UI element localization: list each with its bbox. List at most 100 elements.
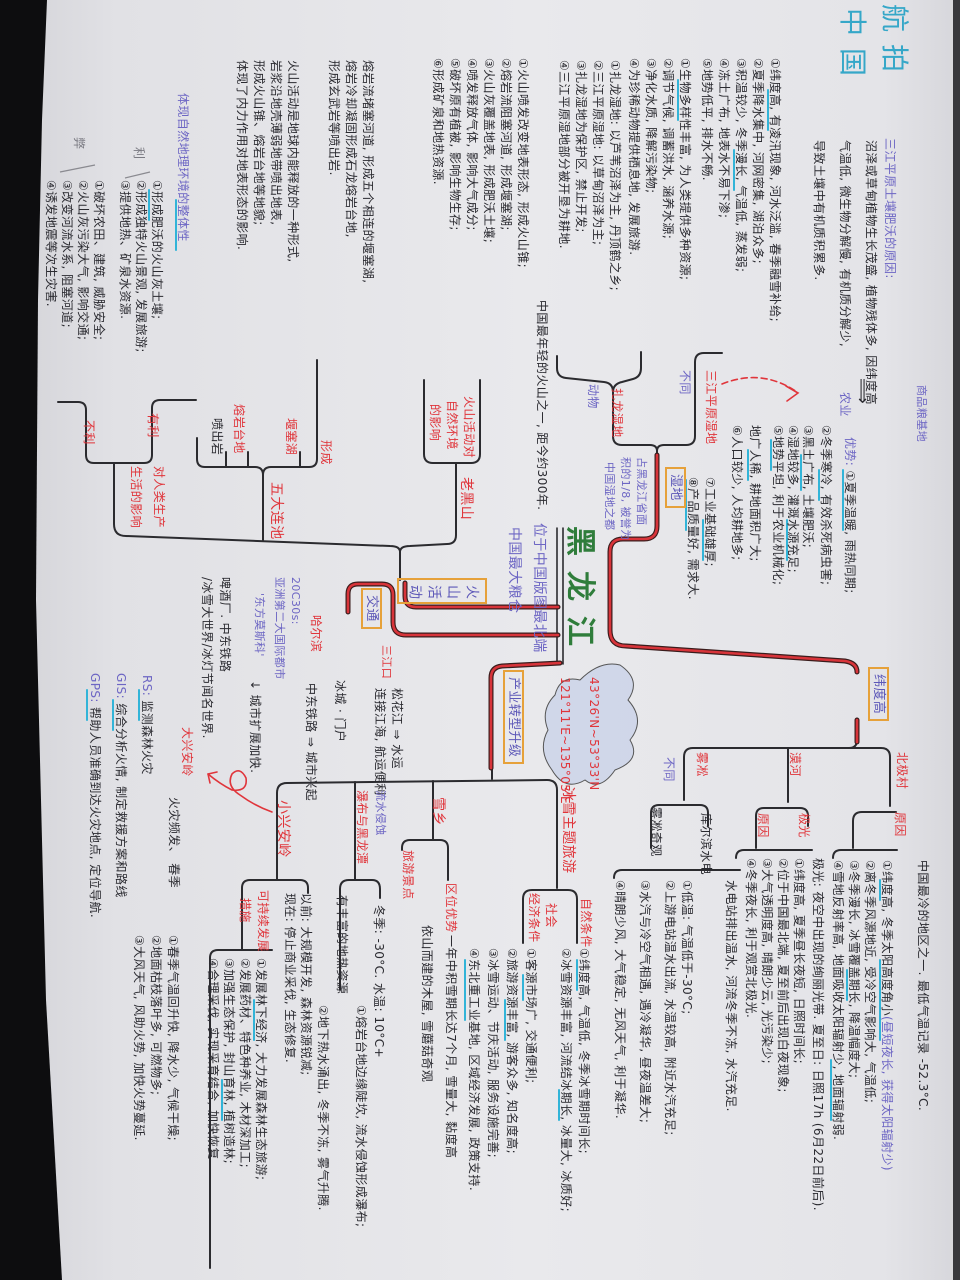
advantage-item: ③黑土广布, 土壤肥沃; <box>801 425 815 549</box>
fire-note: 火灾频发、 春季 <box>167 797 181 889</box>
gis-text: 综合分析火情, 制定救援方案和路线 <box>114 699 128 898</box>
node-industry-upgrade: 产业转型升级 <box>503 670 524 765</box>
rs-tag: RS: <box>140 675 154 697</box>
pro-mark: 利 <box>132 147 146 160</box>
mohe-item: ④冬季夜长, 利于观赏北极光. <box>744 858 758 1019</box>
advantage-item: ④湿地较多, 灌溉水源充足; <box>786 425 800 574</box>
volcano-effect-item: ②熔岩流阻塞河道, 形成堰塞湖; <box>499 58 513 231</box>
advantage-item: ⑦工业基础雄厚; <box>703 477 717 568</box>
location-text: 一年中积雪期长达7个月, 雪量大, 黏度高 <box>444 935 458 1159</box>
volcano-effect-item: ⑥形成矿泉和地热资源. <box>431 58 445 185</box>
harbin-fact: /冰雪大世界/冰灯节闻名世界. <box>200 577 214 739</box>
title-line-1: 航拍 <box>878 4 911 85</box>
label-difference: 不同 <box>678 370 692 395</box>
pubu-item: ①熔岩台地边缘陡坎, 流水侵蚀形成瀑布; <box>354 1005 368 1228</box>
node-mohe: 漠河 <box>788 752 802 777</box>
cold-reason-item: ①纬度高, 冬季太阳高度角小(昼短夜长, 获得太阳辐射少) <box>880 860 894 1171</box>
center-location: 位于中国版图最北端 <box>531 523 547 653</box>
wetland-compare-item: ④三江平原湿地部分被开垦为耕地. <box>557 60 571 249</box>
wetland-formation-item: ⑤地势低平, 排水不畅. <box>700 58 714 182</box>
measure-item: ③加强生态保护, 封山育林, 植树造林; <box>222 958 236 1165</box>
node-social-conditions: 社会 <box>544 903 558 928</box>
volcano-effect-item: ④喷发释放气体, 影响大气成分; <box>465 58 479 231</box>
node-sanjiang-wetland: 三江平原湿地 <box>704 370 718 445</box>
measure-item: ①发展林下经济, 大力发展森林生态旅游; <box>254 958 268 1181</box>
harbin-note: 20C30s: <box>289 577 302 625</box>
label-agriculture: 农业 <box>838 392 852 417</box>
node-xiaoxinganling: 小兴安岭 <box>275 800 291 858</box>
node-daxinganling: 大兴安岭 <box>180 727 194 777</box>
advantage-label: 优势: <box>843 437 857 467</box>
pro-item: ①形成肥沃的火山灰土壤; <box>150 180 164 320</box>
wetland-note: 积的1/8, 被誉为 <box>619 457 632 541</box>
wetland-function-item: ②调节气候, 调蓄洪水, 涵养水源; <box>661 58 675 240</box>
node-sustainable: 可持续发展 <box>256 890 270 953</box>
soil-line: 沼泽或草甸植物生长茂盛, 植物残体多, 因纬度高 <box>864 140 878 405</box>
coldest-note: 中国最冷的地区之一. 最低气温记录 -52.3°C. <box>916 860 930 1112</box>
impact-label: 对人类生产 <box>152 466 166 529</box>
title-line-2: 中国 <box>836 8 869 89</box>
gis-tag: GIS: <box>114 673 128 700</box>
volcano-effect-item: ⑤破坏原有植被, 影响生物生存; <box>448 58 462 231</box>
social-item: ④东北重工业基地, 区域经济发展, 政策支持. <box>467 948 481 1192</box>
node-volcanic-activity: 火山活动 <box>397 578 487 604</box>
gps-tag: GPS: <box>88 673 102 703</box>
rime-item: ①低温: 气温低于-30°C; <box>680 880 694 1015</box>
volcano-general: 火山活动是地球内能释放的一种形式, <box>286 60 300 263</box>
volcano-effect-label: 自然环境 <box>445 400 459 450</box>
con-item: ①破坏农田、建筑, 威胁安全; <box>92 180 106 341</box>
node-wudalianchi: 五大连池 <box>268 482 284 540</box>
soil-heading: 三江平原土壤肥沃的原因: <box>883 138 897 279</box>
node-natural-conditions: 自然条件 <box>579 898 593 948</box>
node-kuerbin: 库尔滨水电 <box>699 813 713 876</box>
wetland-compare-item: ③扎龙湿地为保护区, 禁止开发; <box>574 60 588 233</box>
soil-line: 导致土壤中有机质积累多. <box>812 140 826 281</box>
railway-note: 中东铁路 ⇒ 城市兴起 <box>304 683 318 802</box>
con-item: ③改变河流水系, 阻塞河道; <box>60 180 74 329</box>
node-ice-tourism: 冰雪主题旅游 <box>560 787 576 874</box>
impact-label: 生活的影响 <box>129 466 143 529</box>
river-note: 连接江海, 航运便利 <box>373 688 387 796</box>
node-favorable: 有利 <box>146 413 160 438</box>
pro-item: ③提供地热、矿泉水资源. <box>118 180 132 320</box>
node-zhalong-wetland: 扎龙湿地 <box>610 388 624 438</box>
label-grain-base: 商品粮基地 <box>915 385 928 442</box>
node-sanjiangkou: 三江口 <box>380 645 393 680</box>
social-item: ②旅游资源丰富, 游客众多, 知名度高; <box>505 948 519 1155</box>
rime-item: ②上游电站温水出流, 水温较高, 附近水汽充足; <box>663 880 677 1136</box>
social-item: ③冰雪运动、节庆活动, 服务设施完善; <box>486 948 500 1159</box>
node-high-latitude: 纬度高 <box>868 667 889 722</box>
harbin-note: '东方莫斯科' <box>253 593 266 657</box>
wetland-compare-item: ②三江平原湿地: 以草甸沼泽为主; <box>591 60 605 246</box>
advantage-item: ⑥人口较少, 人均耕地多; <box>730 425 744 561</box>
natural-item: ①纬度高, 气温低, 冬季冰雪期时间长; <box>577 948 591 1155</box>
label-difference: 不同 <box>662 757 676 782</box>
rime-item: ④晴朗少风, 大气稳定, 无风天气, 利于凝华. <box>613 880 627 1120</box>
node-beijicun: 北极村 <box>895 752 909 790</box>
fire-cause-item: ①春季气温回升快, 降水少, 气候干燥; <box>166 935 180 1142</box>
loop-arrow <box>207 770 273 813</box>
label-animal: 动物 <box>586 384 600 409</box>
node-aurora: 极光 <box>797 813 811 838</box>
mohe-item: ③大气透明度高, 晴朗少云, 光污染少; <box>760 858 774 1065</box>
wetland-formation-item: ②夏季降水集中, 河网密集, 湖泊众多; <box>751 58 765 265</box>
gateway-note: 冰城 · 门户 <box>333 680 347 743</box>
advantage-item: ②冬季寒冷, 有效杀死病虫害; <box>819 425 833 586</box>
node-lava-plateau: 熔岩台地 <box>232 404 246 454</box>
arrow-icon: ⟹ <box>852 378 873 405</box>
node-sustainable: 措施 <box>238 898 252 923</box>
cold-reason-item: ③冬季漫长, 冰雪覆盖期长, 降温幅度大; <box>847 860 861 1079</box>
latitude-range: 43°26'N~53°33'N <box>587 677 601 791</box>
pubu-item: ②地下热水涌出, 冬季不冻, 雾气升腾. <box>316 1005 330 1211</box>
wetland-formation-item: ①纬度高, 有凌汛现象, 河水泛滥, 春季融雪补给; <box>768 58 782 323</box>
mohe-item: ②位于中国最北端, 夏至前后出现白夜现象; <box>776 858 790 1093</box>
geothermal-note: 有丰富的地热资源 <box>335 895 349 995</box>
wetland-function-item: ④为珍稀动物提供栖息地, 发展旅游. <box>627 58 641 256</box>
aurora-text: 极光: 夜空中出现的绚丽光带. 夏至日: 日照17h (6月22日前后). <box>811 858 825 1211</box>
volcano-effect-label: 火山活动对 <box>462 396 476 459</box>
volcano-general: 体现了内力作用对地表形态的影响. <box>235 60 249 251</box>
node-wetland: 湿地 <box>665 467 686 508</box>
node-laoheishan: 老黑山 <box>458 477 474 521</box>
